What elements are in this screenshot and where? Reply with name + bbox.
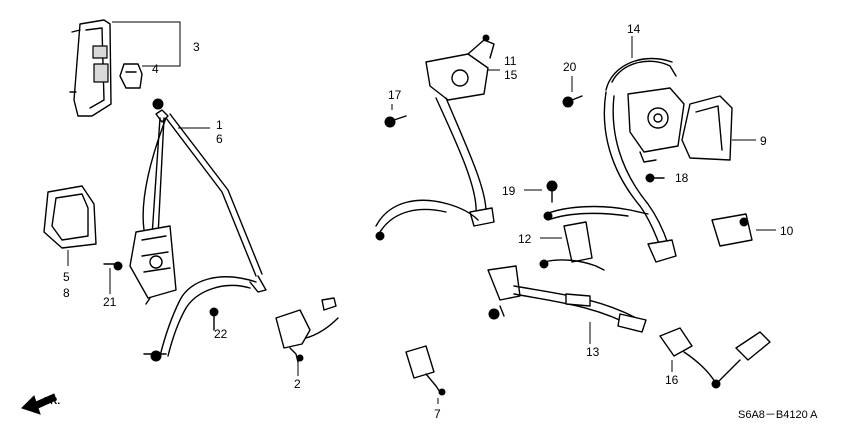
rear-center-seat-belt: [487, 265, 647, 333]
callout-9: 9: [760, 134, 767, 148]
diagram-code: S6A8－B4120 A: [738, 409, 818, 421]
bolt-17: [384, 115, 407, 128]
clip-10: [711, 213, 753, 247]
callout-22: 22: [214, 327, 228, 341]
front-seat-belt-assembly: [129, 98, 267, 362]
bolt-21: [103, 261, 123, 271]
callout-14: 14: [627, 22, 641, 36]
bolt-18: [645, 173, 665, 183]
bolt-19: [546, 180, 558, 203]
callout-18: 18: [675, 171, 689, 185]
callout-3: 3: [193, 40, 200, 54]
callout-19: 19: [502, 184, 516, 198]
bolt-20: [562, 95, 583, 108]
callout-16: 16: [665, 373, 679, 387]
rear-buckle-set: [659, 327, 771, 389]
callout-17: 17: [388, 88, 402, 102]
callout-12: 12: [518, 232, 532, 246]
callout-6: 6: [216, 132, 223, 146]
retractor-cover: [681, 95, 733, 161]
front-buckle-with-harness: [275, 297, 339, 363]
callout-4: 4: [152, 62, 159, 76]
pillar-trim-cover: [69, 19, 112, 117]
callout-8: 8: [63, 286, 70, 300]
callout-1: 1: [216, 118, 223, 132]
callout-2: 2: [294, 377, 301, 391]
callout-7: 7: [434, 407, 441, 421]
center-buckle: [405, 345, 446, 396]
callout-5: 5: [63, 270, 70, 284]
callout-13: 13: [586, 345, 600, 359]
callout-20: 20: [563, 60, 577, 74]
callout-21: 21: [103, 295, 117, 309]
center-belt-guide: [539, 205, 649, 271]
leader-3: [112, 21, 181, 67]
callout-11: 11: [504, 54, 517, 68]
bolt-22: [209, 307, 219, 331]
callout-10: 10: [780, 224, 794, 238]
belt-guide-clip: [119, 63, 143, 89]
direction-label: FR.: [44, 396, 60, 407]
callout-15: 15: [504, 68, 518, 82]
rear-outer-seat-belt-left: [375, 34, 495, 241]
anchor-cover: [43, 185, 97, 249]
front-direction-arrow: [21, 393, 57, 415]
rear-outer-seat-belt-right: [603, 57, 685, 263]
